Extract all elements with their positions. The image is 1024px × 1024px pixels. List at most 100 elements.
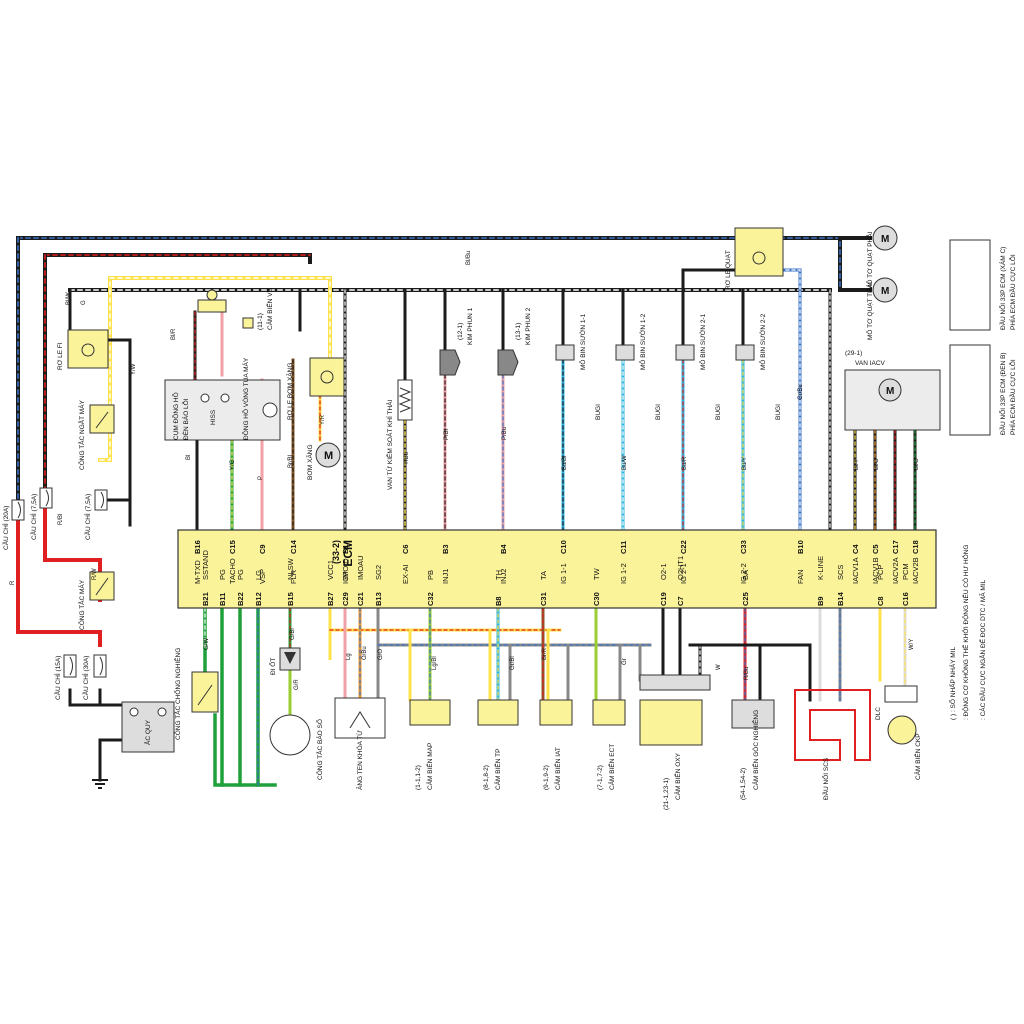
svg-text:CÔNG TẮC MÁY: CÔNG TẮC MÁY <box>77 579 86 630</box>
ecm-pin-code: C21 <box>356 592 365 606</box>
svg-text:MÔ BIN SƯỜN 1-1: MÔ BIN SƯỜN 1-1 <box>578 313 587 370</box>
ecm-pin-code: C4 <box>851 544 860 554</box>
wire-color-label: Br/Bl <box>288 455 294 468</box>
svg-text:CẢM BIẾN CKP: CẢM BIẾN CKP <box>912 733 922 780</box>
svg-text:PHÍA ECM ĐẦU CỰC LỖI: PHÍA ECM ĐẦU CỰC LỖI <box>1007 359 1017 435</box>
ecm-pin-name: PCM <box>901 563 910 580</box>
scs-connector: ĐẦU NỐI SCS <box>794 689 871 800</box>
svg-text:MÔ BIN SƯỜN 2-1: MÔ BIN SƯỜN 2-1 <box>698 313 707 370</box>
ecm-pin-name: INJ1 <box>441 569 450 584</box>
ecm-pin-code: C10 <box>559 540 568 554</box>
svg-text:KIM PHUN 2: KIM PHUN 2 <box>525 307 532 345</box>
bank-angle-sensor: (54-1,54-2) CẢM BIẾN GÓC NGHIÊNG <box>731 699 775 800</box>
wire-color-label: Bu/R <box>682 456 688 470</box>
wire-color-label: G/R <box>294 679 300 690</box>
ecm-pin-code: C29 <box>341 592 350 606</box>
svg-text:RƠ LE BƠM XĂNG: RƠ LE BƠM XĂNG <box>285 363 294 420</box>
svg-text:CÔNG TẮC BÁO SỐ: CÔNG TẮC BÁO SỐ <box>314 719 324 780</box>
svg-text:MÔ TƠ QUẠT TRÁI: MÔ TƠ QUẠT TRÁI <box>865 282 874 340</box>
oxygen-sensor: (21-1,23-1) CẢM BIẾN OXY <box>639 674 711 810</box>
ecm-pin-name: IGP <box>341 571 350 584</box>
svg-text:BƠM XĂNG: BƠM XĂNG <box>305 444 314 480</box>
ecm-pin-name: TW <box>592 567 601 580</box>
wire-color-label: O/Bu <box>362 646 368 660</box>
ecm-pin-name: O2HT1 <box>676 556 685 580</box>
ecm-pin-name: IG 2-1 <box>679 563 688 584</box>
ckp-sensor: CẢM BIẾN CKP <box>887 715 922 780</box>
wire-color-label: Br/R <box>542 647 548 660</box>
ecm-pin-code: B3 <box>441 544 450 554</box>
svg-text:CẦU CHÌ (7,5A): CẦU CHÌ (7,5A) <box>82 494 92 540</box>
ecm-pin-name: VCC1 <box>326 560 335 580</box>
svg-text:RƠ LE FI: RƠ LE FI <box>57 342 64 370</box>
fuse-30a: CẦU CHÌ (30A) <box>80 654 107 700</box>
svg-text:CẦU CHÌ (7,5A): CẦU CHÌ (7,5A) <box>28 494 38 540</box>
ecm-pin-code: B11 <box>218 593 227 606</box>
svg-text:M: M <box>886 386 894 397</box>
wire-color-label: Gr/Bu <box>798 384 804 400</box>
ecm-pin-code: C18 <box>911 540 920 554</box>
ecm-pin-code: C16 <box>901 592 910 606</box>
ecm-pin-code: C17 <box>891 540 900 554</box>
ect-sensor: (7-1,7-2) CẢM BIẾN ECT <box>592 699 626 790</box>
wire-color-label: Bl/Bu <box>466 251 472 265</box>
svg-text:(13-1): (13-1) <box>515 323 522 340</box>
svg-text:ĐẦU NỐI SCS: ĐẦU NỐI SCS <box>820 757 830 800</box>
fan-motor-left: M MÔ TƠ QUẠT TRÁI <box>865 277 898 340</box>
ecm-pin-code: B10 <box>796 540 805 554</box>
fuel-pump-relay: RƠ LE BƠM XĂNG <box>285 357 345 420</box>
coil-2-2: MÔ BIN SƯỜN 2-2 BUGI <box>735 313 782 420</box>
ecm-pin-code: B16 <box>193 540 202 554</box>
svg-text:CÔNG TẮC NGẮT MÁY: CÔNG TẮC NGẮT MÁY <box>77 400 86 470</box>
ignition-coils: MÔ BIN SƯỜN 1-1 BUGI MÔ BIN SƯỜN 1-2 BUG… <box>555 313 782 420</box>
svg-text:ĂNG TEN KHÓA TỪ: ĂNG TEN KHÓA TỪ <box>355 730 364 790</box>
ecm-bottom-pin-row: SSTANDB21PGB11PGB22LGB12NLSWB15VCC1B27IM… <box>201 550 910 606</box>
wire-color-label: G/Bl <box>290 628 296 640</box>
svg-text:M: M <box>324 450 333 462</box>
ecm-pin-name: FAN <box>796 569 805 584</box>
ecm-pin-code: B27 <box>326 592 335 606</box>
fuse-20a: CẦU CHÌ (20A) <box>0 499 25 550</box>
svg-text:CẦU CHÌ (30A): CẦU CHÌ (30A) <box>80 656 90 700</box>
ecm-pin-code: C33 <box>739 540 748 554</box>
wire-color-label: Bl/O <box>874 458 880 470</box>
fuel-pump: M BƠM XĂNG <box>305 442 341 480</box>
ecm-pin-name: FLR <box>289 569 298 584</box>
ecm-pin-code: C25 <box>741 592 750 606</box>
ecm-pin-code: C15 <box>228 540 237 554</box>
svg-text:CẢM BIẾN OXY: CẢM BIẾN OXY <box>672 752 682 800</box>
svg-text:BUGI: BUGI <box>775 404 782 420</box>
ecm-ref: (33-2) <box>331 540 341 564</box>
svg-text:(9-1,9-2): (9-1,9-2) <box>543 765 550 790</box>
ecm-pin-name: IG 2-2 <box>739 563 748 584</box>
dlc-connector: DLC <box>875 685 918 720</box>
svg-text:(8-1,8-2): (8-1,8-2) <box>483 765 490 790</box>
coil-1-2: MÔ BIN SƯỜN 1-2 BUGI <box>615 313 662 420</box>
vs-sensor: (11-1) CẢM BIẾN VS <box>197 287 274 330</box>
wire-color-label: Bl/R <box>171 328 177 340</box>
fan-relay: RƠ LE QUẠT <box>725 227 784 290</box>
svg-text:: CÁC ĐẦU CỰC NGẮN ĐỂ ĐỌC DTC: : CÁC ĐẦU CỰC NGẮN ĐỂ ĐỌC DTC / MÃ MIL <box>977 579 987 720</box>
fuse-7-5a-b: CẦU CHÌ (7,5A) <box>82 489 108 540</box>
ecm-top-pin-row: B16M-TXDC15TACHOC9VSPC14FLRB1IGPC6EX-AIB… <box>193 539 920 584</box>
ecm-pin-name: SG2 <box>374 565 383 580</box>
map-sensor: (1-1,1-2) CẢM BIẾN MAP <box>409 699 451 790</box>
ecm-pin-name: IMOAU <box>356 555 365 580</box>
wire-color-label: Bl <box>186 455 192 460</box>
engine-stop-switch: CÔNG TẮC NGẮT MÁY <box>77 400 115 470</box>
wire-r-battery <box>16 508 102 634</box>
ecm-pin-name: TH <box>494 570 503 580</box>
wire-color-label: P/Bl <box>444 429 450 440</box>
wire-color-label: W <box>716 664 722 670</box>
ecm-pin-name: PB <box>426 570 435 580</box>
svg-text:BUGI: BUGI <box>715 404 722 420</box>
svg-text:ĐỒNG HỒ VÒNG TUA MÁY: ĐỒNG HỒ VÒNG TUA MÁY <box>240 357 250 440</box>
ecm-pin-code: C31 <box>539 592 548 606</box>
svg-text:M: M <box>881 286 889 297</box>
wires <box>16 236 917 787</box>
ecm-pin-name: SCS <box>836 565 845 580</box>
ecm-pin-code: C11 <box>619 541 628 554</box>
wire-color-label: Bu/W <box>622 455 628 470</box>
fuse-15a: CẦU CHÌ (15A) <box>52 654 77 700</box>
legend: ( ) : SỐ NHẤP NHÁY MIL : ĐỘNG CƠ KHÔNG T… <box>947 545 987 720</box>
